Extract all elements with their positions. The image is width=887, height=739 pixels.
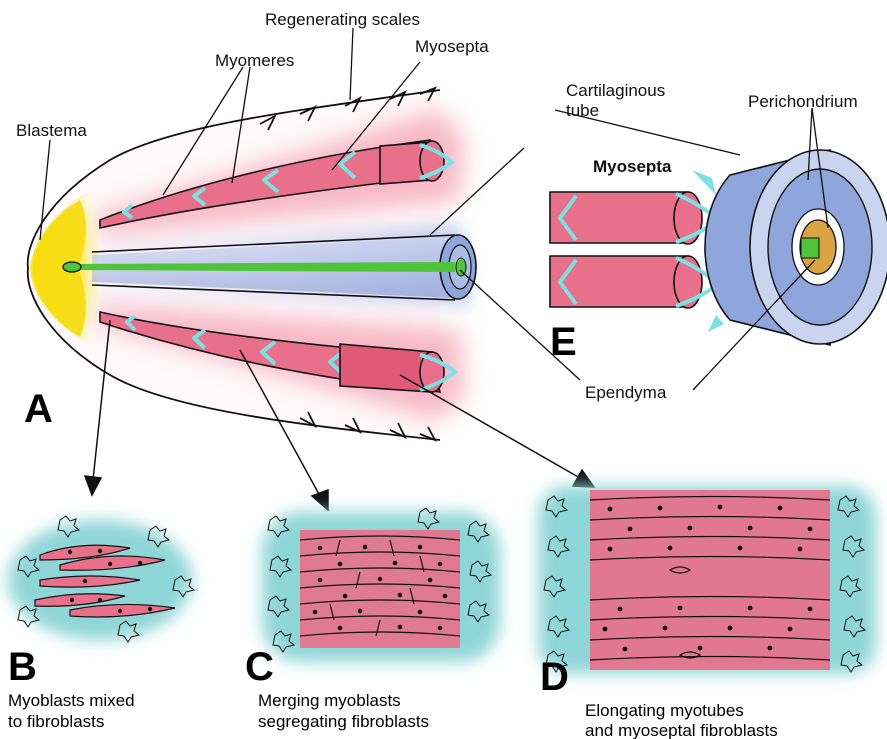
panel-letter-b: B xyxy=(8,645,37,689)
panel-letter-a: A xyxy=(24,387,53,431)
caption-c-line1: Merging myoblasts xyxy=(258,691,401,710)
ependyma-tip xyxy=(63,262,81,272)
panel-letter-c: C xyxy=(245,645,274,689)
label-tube: tube xyxy=(566,101,599,120)
label-regenerating-scales: Regenerating scales xyxy=(265,10,420,29)
c-muscle-block xyxy=(300,530,460,648)
panel-b-tissue xyxy=(8,516,194,642)
panel-d-tissue xyxy=(538,486,876,674)
panel-letter-e: E xyxy=(550,320,577,364)
caption-b-line1: Myoblasts mixed xyxy=(8,691,135,710)
caption-b-line2: to fibroblasts xyxy=(8,712,104,731)
caption-d-line1: Elongating myotubes xyxy=(585,701,744,720)
label-myosepta-bold: Myosepta xyxy=(593,157,672,176)
panel-c-tissue xyxy=(262,508,500,662)
e-spike-bottom xyxy=(708,315,724,332)
label-myosepta: Myosepta xyxy=(415,37,489,56)
panel-letter-d: D xyxy=(540,655,569,699)
e-green-ependyma xyxy=(801,238,819,258)
label-perichondrium: Perichondrium xyxy=(748,92,858,111)
e-spike-top xyxy=(692,170,716,195)
label-myomeres: Myomeres xyxy=(215,51,294,70)
label-ependyma: Ependyma xyxy=(585,383,667,402)
caption-c-line2: segregating fibroblasts xyxy=(258,712,429,731)
label-blastema: Blastema xyxy=(16,121,87,140)
label-cartilaginous: Cartilaginous xyxy=(566,81,665,100)
caption-d-line2: and myoseptal fibroblasts xyxy=(585,721,778,739)
